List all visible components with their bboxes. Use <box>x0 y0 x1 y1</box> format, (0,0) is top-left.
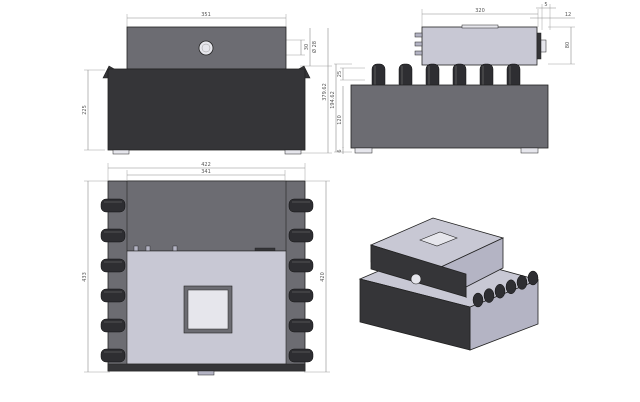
side-front-panel <box>536 32 542 60</box>
tube <box>483 288 495 303</box>
top-front-strip <box>107 363 306 372</box>
dim-top-inner-width: 341 <box>201 169 211 175</box>
tube <box>100 318 126 333</box>
dim-side-total-height: 120 <box>337 115 343 125</box>
tube <box>288 258 314 273</box>
top-rear-plate <box>126 180 287 252</box>
tube <box>288 318 314 333</box>
side-top-chassis <box>421 26 538 66</box>
tube <box>527 270 539 286</box>
front-foot-left <box>112 149 130 155</box>
tube <box>100 258 126 273</box>
tube <box>288 348 314 363</box>
tube <box>516 275 528 290</box>
dim-top-right-depth: 420 <box>320 272 326 282</box>
side-foot-right <box>520 147 539 154</box>
iso-window <box>419 231 458 247</box>
top-connector <box>133 245 139 252</box>
front-knob <box>198 40 214 56</box>
dim-front-total-height: 379.62 <box>322 83 328 101</box>
side-jack <box>414 41 423 47</box>
iso-view <box>358 217 540 351</box>
iso-body-front-face <box>359 278 471 351</box>
dim-side-top-height: 80 <box>565 42 571 48</box>
dim-front-knob-height: 30 <box>304 44 310 50</box>
tube <box>288 288 314 303</box>
tube <box>472 292 484 308</box>
front-foot-right <box>284 149 302 155</box>
tube <box>288 228 314 243</box>
dim-front-body-height: 225 <box>82 105 88 115</box>
top-connector <box>145 245 151 252</box>
front-body <box>107 68 306 151</box>
tube <box>100 198 126 213</box>
dim-side-top-width: 320 <box>475 8 485 14</box>
tube <box>100 348 126 363</box>
tube <box>494 283 506 299</box>
dim-side-top-right: 12 <box>565 12 571 18</box>
dim-front-top-width: 351 <box>201 12 211 18</box>
tube <box>288 198 314 213</box>
dim-front-knob-dia: Ø 28 <box>311 41 318 53</box>
side-top-lid <box>461 24 499 29</box>
iso-tubes <box>472 270 539 308</box>
dim-top-left-depth: 433 <box>82 272 88 282</box>
top-knob-tab <box>197 370 215 376</box>
dim-side-body-height: 194.62 <box>330 91 336 109</box>
side-foot-left <box>354 147 373 154</box>
side-jack <box>414 50 423 56</box>
top-window <box>187 289 229 330</box>
tube <box>100 288 126 303</box>
iso-chassis-front <box>370 244 467 298</box>
front-knob-ring <box>201 43 211 53</box>
dim-side-foot-height: 6 <box>337 149 343 152</box>
tube <box>505 279 517 295</box>
top-connector <box>254 247 276 252</box>
side-knob <box>540 39 547 53</box>
side-jack <box>414 32 423 38</box>
top-tubes-right <box>288 198 314 363</box>
iso-knob <box>410 273 422 285</box>
tube <box>100 228 126 243</box>
dim-top-outer-width: 422 <box>201 162 211 168</box>
dim-side-top-offset: 5 <box>544 2 547 8</box>
front-view: 351 Ø 28 30 379.62 225 <box>82 12 332 155</box>
top-view: 422 341 433 420 <box>82 162 330 376</box>
side-body <box>350 84 549 149</box>
top-tubes-left <box>100 198 126 363</box>
dim-side-knob-height: 25 <box>337 71 343 77</box>
side-view: 320 5 12 80 25 194.62 120 6 <box>330 2 575 154</box>
top-connector <box>172 245 178 252</box>
